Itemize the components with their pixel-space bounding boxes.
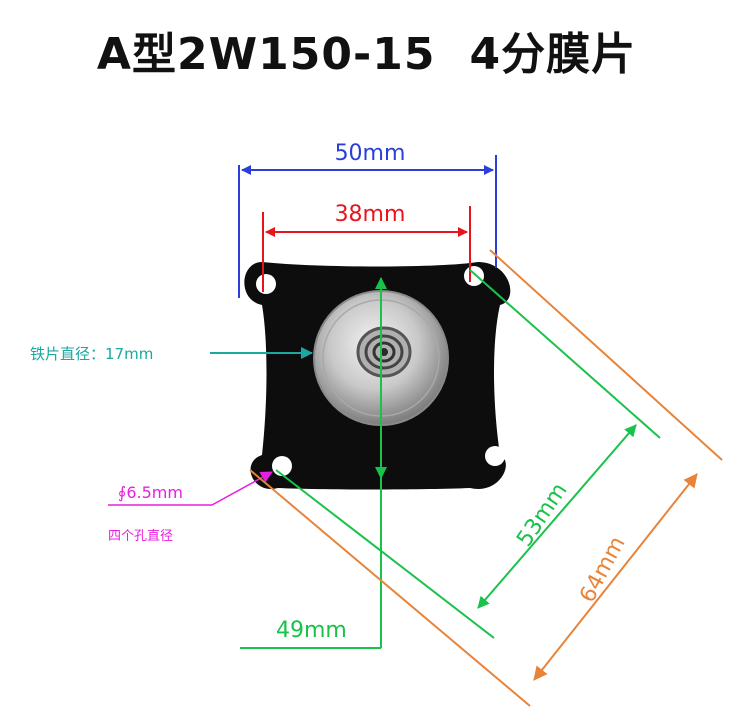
bolt-hole-top-right bbox=[464, 266, 484, 286]
dimension-50mm: 50mm bbox=[238, 141, 497, 298]
label-hole-diameter: ∮6.5mm bbox=[118, 483, 183, 502]
bolt-hole-bottom-left bbox=[272, 456, 292, 476]
label-50mm: 50mm bbox=[335, 141, 406, 166]
spring-icon bbox=[356, 326, 412, 378]
title-model: A型2W150-15 bbox=[96, 29, 436, 80]
dimension-49mm: 49mm bbox=[240, 277, 387, 649]
plate-diameter-callout: 铁片直径：17mm bbox=[30, 345, 313, 363]
hole-diameter-callout: ∮6.5mm 四个孔直径 bbox=[108, 471, 273, 544]
bolt-hole-top-left bbox=[256, 274, 276, 294]
dimension-38mm: 38mm bbox=[262, 202, 471, 292]
label-53mm: 53mm bbox=[512, 479, 572, 552]
label-hole-note: 四个孔直径 bbox=[108, 529, 173, 544]
label-plate-diameter: 铁片直径：17mm bbox=[30, 345, 153, 363]
label-38mm: 38mm bbox=[335, 202, 406, 227]
title-size: 4分膜片 bbox=[469, 29, 637, 80]
bolt-hole-bottom-right bbox=[485, 446, 505, 466]
page-title: A型2W150-15 4分膜片 bbox=[0, 18, 733, 82]
label-49mm: 49mm bbox=[276, 618, 347, 643]
